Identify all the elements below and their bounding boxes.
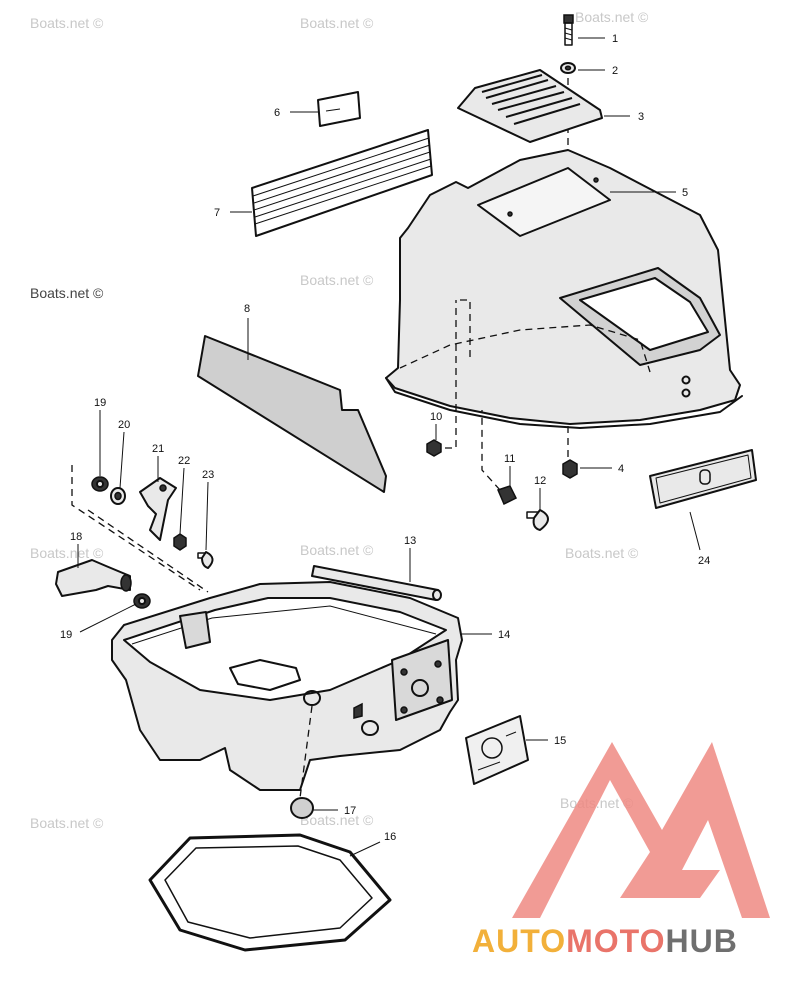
part-16-gasket	[148, 833, 392, 952]
part-21-latch-hook	[139, 477, 177, 541]
part-10-nut	[426, 300, 457, 457]
callout-20: 20	[118, 419, 130, 431]
callout-10: 10	[430, 411, 442, 423]
part-1-screw	[563, 14, 574, 46]
part-14-bottom-cowl	[111, 581, 463, 799]
callout-23: 23	[202, 469, 214, 481]
part-8-long-decal	[197, 335, 387, 493]
callout-18: 18	[70, 531, 82, 543]
callout-15: 15	[554, 735, 566, 747]
brand-word-auto: AUTO	[472, 923, 566, 959]
callout-12: 12	[534, 475, 546, 487]
watermark: Boats.net ©	[300, 542, 374, 558]
part-13-seal-strip	[311, 565, 442, 601]
brand-wordmark: AUTOMOTOHUB	[472, 923, 738, 959]
part-15-plate	[465, 715, 529, 785]
callout-22: 22	[178, 455, 190, 467]
callout-7: 7	[214, 207, 220, 219]
watermarks: Boats.net © Boats.net © Boats.net © Boat…	[30, 9, 649, 831]
callout-3: 3	[638, 111, 644, 123]
part-20-bushing	[110, 487, 126, 505]
part-2-washer	[560, 62, 576, 74]
part-19-grommet-upper	[91, 476, 109, 492]
callout-4: 4	[618, 463, 624, 475]
part-6-decal	[317, 91, 361, 127]
watermark: Boats.net ©	[300, 812, 374, 828]
callout-1: 1	[612, 33, 618, 45]
callout-16: 16	[384, 831, 396, 843]
callout-8: 8	[244, 303, 250, 315]
part-11-grommet	[481, 410, 518, 506]
watermark: Boats.net ©	[575, 9, 649, 25]
callout-5: 5	[682, 187, 688, 199]
callout-labels: 1 2 3 4 5 6 7 8 10 11 12 13 14 15 16 17 …	[60, 33, 710, 843]
brand-logo	[512, 742, 770, 918]
watermark: Boats.net ©	[300, 15, 374, 31]
callout-17: 17	[344, 805, 356, 817]
latch-guide-line	[87, 509, 209, 593]
part-5-top-cowl	[385, 149, 743, 429]
part-12-screw	[526, 509, 549, 531]
part-7-stripe-decal	[251, 129, 433, 237]
callout-19a: 19	[94, 397, 106, 409]
watermark: Boats.net ©	[30, 545, 104, 561]
part-17-plug	[290, 797, 314, 819]
part-23-screw	[197, 551, 214, 569]
callout-24: 24	[698, 555, 710, 567]
watermark: Boats.net ©	[30, 285, 104, 301]
watermark: Boats.net ©	[565, 545, 639, 561]
part-22-nut	[173, 533, 187, 551]
callout-14: 14	[498, 629, 510, 641]
callout-19b: 19	[60, 629, 72, 641]
part-24-panel	[649, 449, 757, 509]
part-19-grommet-lower	[133, 593, 151, 609]
watermark: Boats.net ©	[30, 815, 104, 831]
brand-word-hub: HUB	[665, 923, 737, 959]
brand-word-moto: MOTO	[566, 923, 665, 959]
callout-11: 11	[504, 453, 515, 465]
callout-21: 21	[152, 443, 164, 455]
callout-13: 13	[404, 535, 416, 547]
watermark: Boats.net ©	[30, 15, 104, 31]
part-3-vent-cap	[457, 69, 603, 143]
latch-guide-line	[71, 465, 201, 591]
callout-2: 2	[612, 65, 618, 77]
brand-logo-mark	[512, 742, 770, 918]
part-4-nut	[562, 459, 578, 479]
part-18-handle	[55, 559, 132, 597]
leader-lines	[77, 37, 701, 857]
callout-6: 6	[274, 107, 280, 119]
watermark: Boats.net ©	[300, 272, 374, 288]
